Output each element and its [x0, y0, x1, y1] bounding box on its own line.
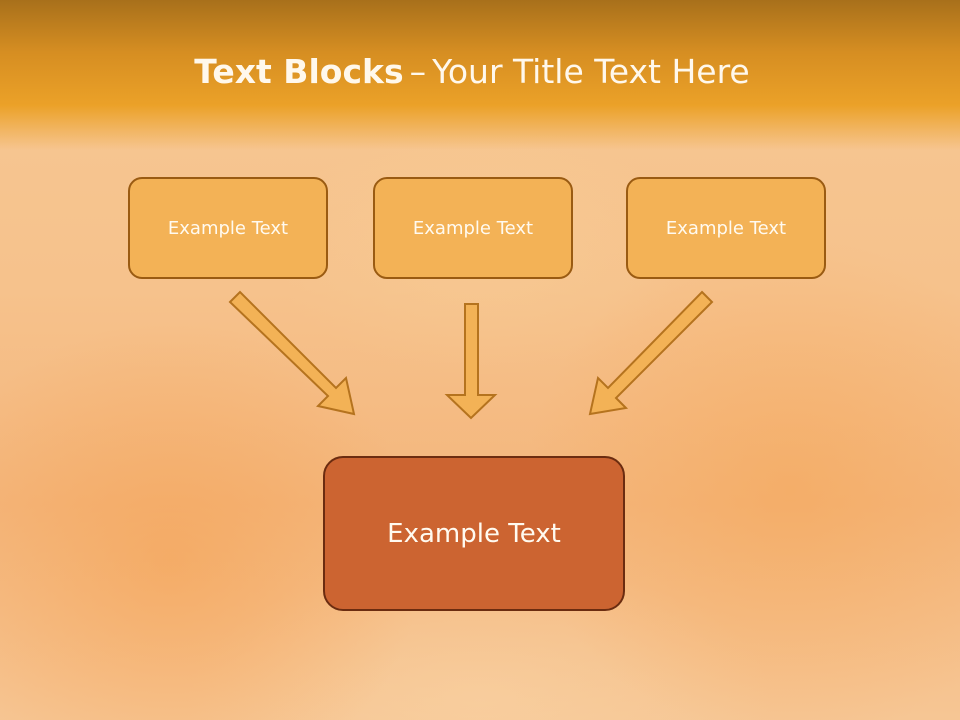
title-rest: Your Title Text Here: [432, 52, 750, 91]
arrow-middle: [444, 303, 498, 420]
slide-title: Text Blocks–Your Title Text Here: [0, 52, 944, 91]
text-block-2: Example Text: [373, 177, 573, 279]
text-block-main-label: Example Text: [387, 518, 561, 549]
arrow-left: [228, 290, 356, 416]
text-block-main: Example Text: [323, 456, 625, 611]
text-block-1-label: Example Text: [167, 217, 289, 239]
text-block-3: Example Text: [626, 177, 826, 279]
title-bold: Text Blocks: [194, 52, 404, 91]
header-band: [0, 0, 960, 150]
arrow-right: [588, 290, 714, 416]
text-block-1: Example Text: [128, 177, 328, 279]
text-block-3-label: Example Text: [665, 217, 787, 239]
text-block-2-label: Example Text: [412, 217, 534, 239]
title-separator: –: [409, 52, 427, 91]
